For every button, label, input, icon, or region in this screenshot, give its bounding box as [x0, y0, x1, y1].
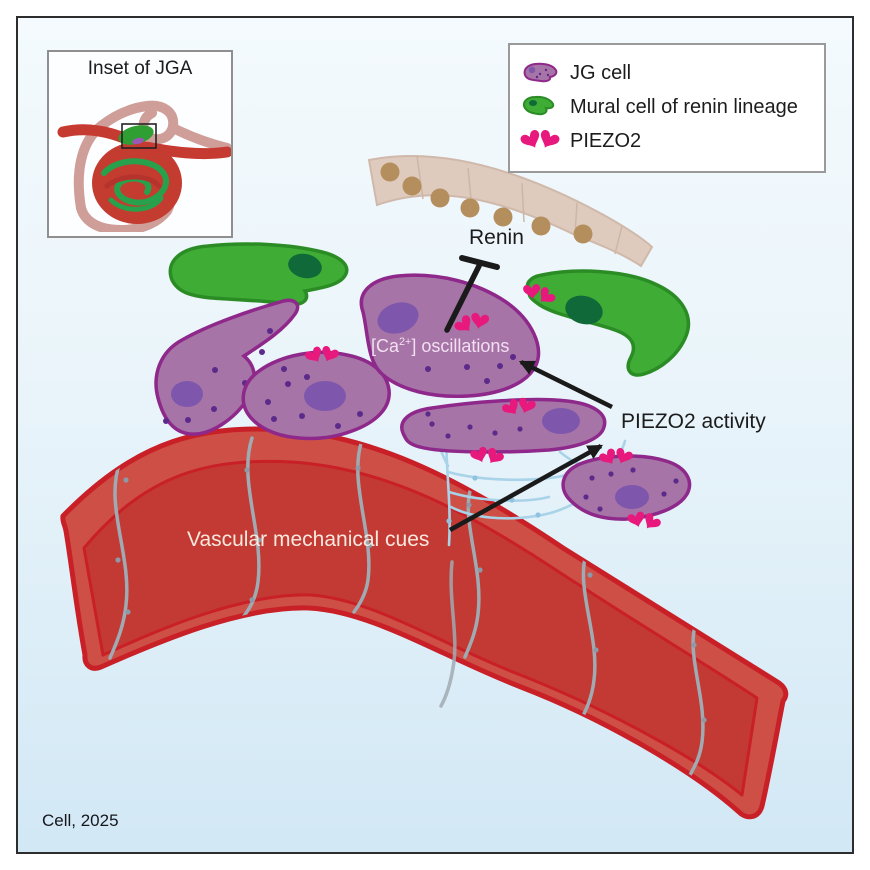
- arrow-cues-to-piezo2: [448, 444, 604, 532]
- renin-label: Renin: [469, 226, 524, 249]
- citation: Cell, 2025: [42, 811, 119, 830]
- jg-cell-lower-right: [561, 454, 692, 521]
- jg-cell-center: [241, 350, 391, 441]
- legend-label-piezo2: PIEZO2: [570, 129, 642, 152]
- renin-inhibition-line: [444, 255, 500, 333]
- jg-cell-horizontal: [400, 397, 607, 454]
- mural-cell-icon: [522, 95, 555, 116]
- elastic-fiber-extension: [439, 560, 457, 708]
- vascular-cues-label: Vascular mechanical cues: [187, 528, 430, 551]
- piezo2-activity-label: PIEZO2 activity: [621, 410, 766, 433]
- inset-box: Inset of JGA: [47, 50, 233, 238]
- elastic-fibers: [108, 436, 707, 777]
- macula-densa-tubule: [367, 155, 654, 268]
- arrow-piezo2-to-ca: [518, 359, 613, 410]
- legend-row-piezo2: PIEZO2: [520, 124, 824, 158]
- legend-label-mural-cell: Mural cell of renin lineage: [570, 95, 798, 118]
- calcium-oscillations-label: [Ca2+] oscillations: [371, 336, 510, 356]
- legend-row-jg-cell: JG cell: [520, 56, 824, 90]
- legend-box: JG cell Mural cell of renin lineage PIEZ…: [508, 43, 826, 173]
- piezo2-icon: [520, 130, 560, 148]
- inset-zoom-rectangle: [121, 123, 157, 149]
- legend-label-jg-cell: JG cell: [570, 61, 632, 84]
- legend-row-mural-cell: Mural cell of renin lineage: [520, 90, 824, 124]
- mural-cell-left: [168, 242, 349, 307]
- jg-cell-left: [154, 298, 300, 436]
- mural-cell-right: [525, 269, 691, 377]
- jg-cell-icon: [523, 62, 558, 83]
- inset-title: Inset of JGA: [87, 58, 193, 79]
- jga-inset-drawing: [57, 100, 233, 236]
- blood-vessel: [60, 426, 789, 820]
